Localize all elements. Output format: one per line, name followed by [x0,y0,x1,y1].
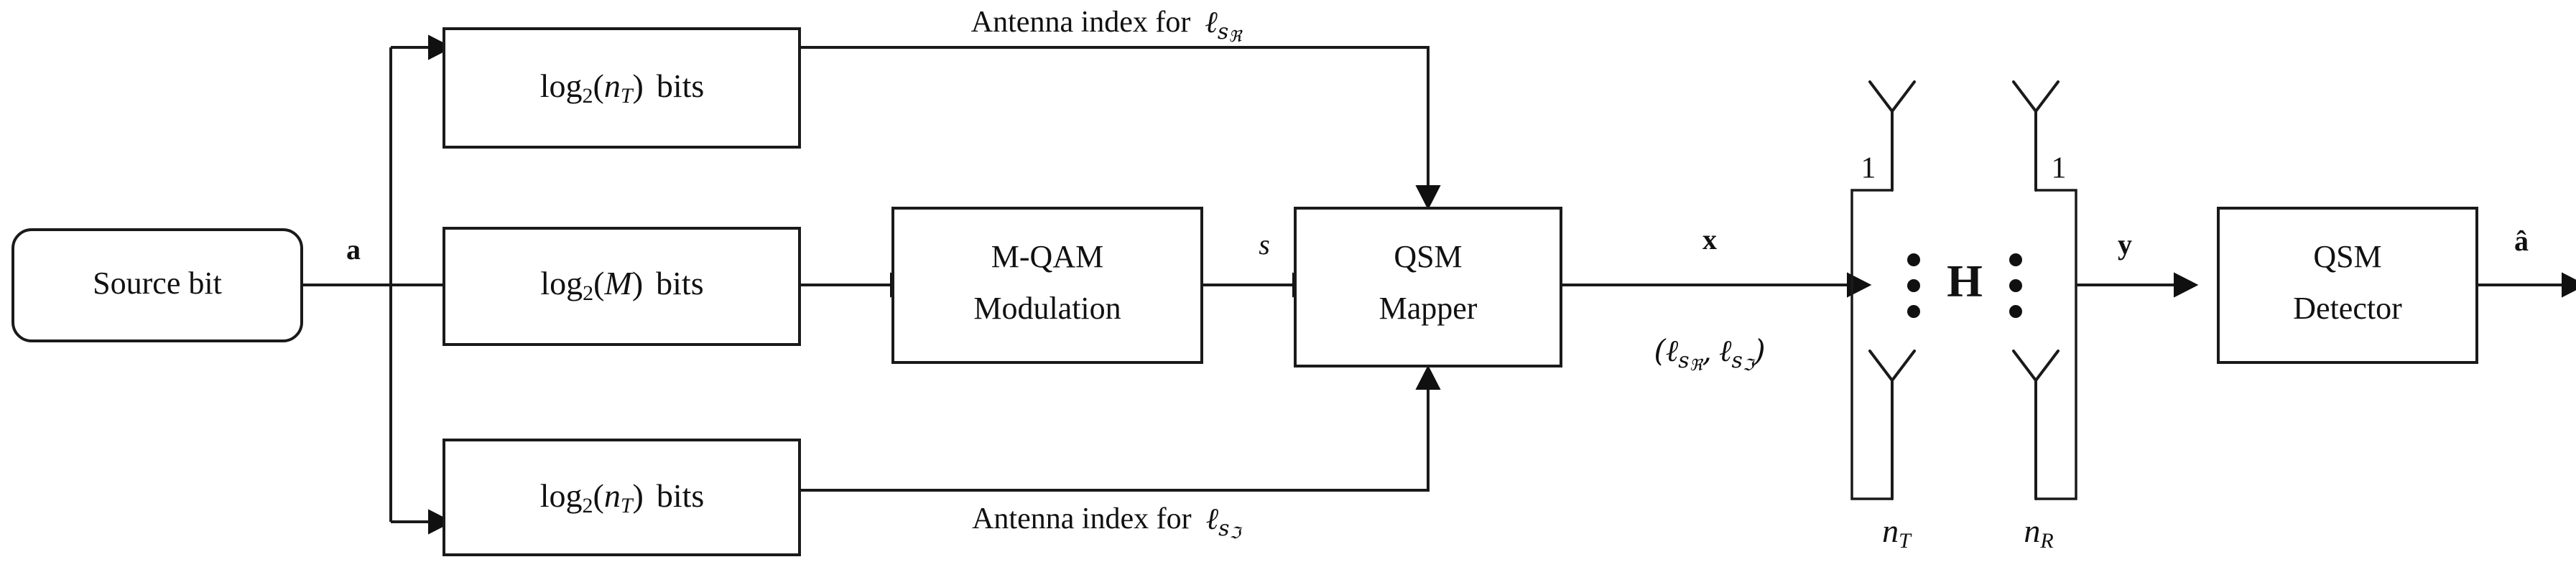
log2-m-base: 2 [583,281,593,305]
qsm-detector-label-line1: QSM [2313,239,2381,274]
block-log2-nt-top[interactable] [443,27,801,149]
log2-m-close: ) [632,265,643,301]
block-log2-m[interactable] [443,227,801,346]
caption-bottom-sub: s [1218,516,1229,541]
caption-top-text: Antenna index for [971,6,1191,39]
caption-antenna-index-top: Antenna index for ℓsℜ [971,4,1243,46]
pair-sub2: s [1731,348,1742,373]
log2-nt-bottom-label: log2(nT) bits [540,477,705,517]
log2-nt-top-base: 2 [582,84,593,108]
pair-subsub2: ℑ [1743,357,1756,375]
pair-close: ) [1753,333,1765,368]
log2-nt-bottom-arg: n [604,477,621,514]
log2-m-label: log2(M) bits [540,265,703,305]
caption-bottom-subsub: ℑ [1230,525,1243,543]
tx-antenna-nt-icon [1868,350,1916,382]
qsm-detector-label-line2: Detector [2293,291,2402,326]
source-bit-label: Source bit [93,266,222,301]
pair-subsub1: ℜ [1690,357,1704,375]
log2-nt-top-arg-sub: T [621,84,634,108]
tx-last-n: n [1882,512,1899,549]
block-source-bit[interactable] [11,228,303,342]
qsm-mapper-label-line1: QSM [1394,239,1462,274]
log2-nt-top-close: ) [633,67,644,104]
block-qsm-mapper[interactable] [1294,207,1562,367]
log2-nt-bottom-suffix: bits [657,477,704,514]
log2-nt-bottom-prefix: log [540,477,583,514]
rx-antenna-index-last: nR [2024,512,2053,553]
qsm-mapper-label-line2: Mapper [1379,291,1478,326]
log2-nt-top-label: log2(nT) bits [540,67,705,108]
tx-antenna-1-icon [1868,80,1916,113]
log2-m-prefix: log [540,265,583,301]
log2-nt-bottom-open: ( [593,477,603,514]
caption-top-symbol: ℓ [1205,4,1218,39]
pair-sub1: s [1678,348,1689,373]
signal-label-s: s [1259,228,1270,261]
caption-top-sub: s [1218,19,1228,45]
rx-array-bracket [2035,189,2077,500]
block-qsm-detector[interactable] [2217,207,2478,364]
rx-last-n: n [2024,512,2040,549]
caption-bottom-text: Antenna index for [972,502,1192,535]
signal-label-a: a [346,233,361,266]
log2-nt-bottom-close: ) [633,477,644,514]
log2-nt-top-arg: n [604,67,621,104]
mqam-label-line2: Modulation [973,291,1121,326]
channel-matrix-label: H [1947,256,1983,306]
log2-m-open: ( [593,265,604,301]
block-log2-nt-bottom[interactable] [443,439,801,556]
caption-bottom-symbol: ℓ [1206,501,1219,536]
tx-vertical-dots-icon [1907,253,1920,318]
log2-nt-top-suffix: bits [657,67,704,104]
log2-nt-top-prefix: log [540,67,583,104]
caption-antenna-index-bottom: Antenna index for ℓsℑ [972,501,1243,543]
signal-label-y: y [2118,228,2132,261]
block-mqam-modulation[interactable] [891,207,1203,364]
rx-vertical-dots-icon [2009,253,2022,318]
wire-log2nt-bottom-to-mapper [800,365,1441,492]
pair-open: ( [1654,333,1667,368]
log2-nt-bottom-base: 2 [582,494,593,517]
tx-antenna-index-last: nT [1882,512,1912,553]
tx-last-sub: T [1899,529,1912,553]
rx-antenna-index-first: 1 [2052,152,2067,185]
tx-antenna-index-first: 1 [1861,152,1876,185]
pair-comma: , [1702,333,1712,368]
antenna-index-pair-label: (ℓsℜ,ℓsℑ) [1654,333,1765,375]
pair-l2: ℓ [1719,333,1732,368]
rx-last-sub: R [2039,529,2053,553]
signal-label-x: x [1702,223,1717,256]
tx-array-bracket [1850,189,1893,500]
log2-nt-top-open: ( [593,67,603,104]
wire-log2nt-top-to-mapper [800,46,1441,210]
log2-m-arg: M [603,265,634,301]
rx-antenna-nr-icon [2012,350,2060,382]
log2-nt-bottom-arg-sub: T [621,494,634,517]
caption-top-subsub: ℜ [1228,28,1243,46]
log2-m-suffix: bits [656,265,703,301]
signal-label-a-hat: â [2514,225,2529,257]
pair-l1: ℓ [1666,333,1679,368]
mqam-label-line1: M-QAM [991,239,1103,274]
rx-antenna-1-icon [2012,80,2060,113]
